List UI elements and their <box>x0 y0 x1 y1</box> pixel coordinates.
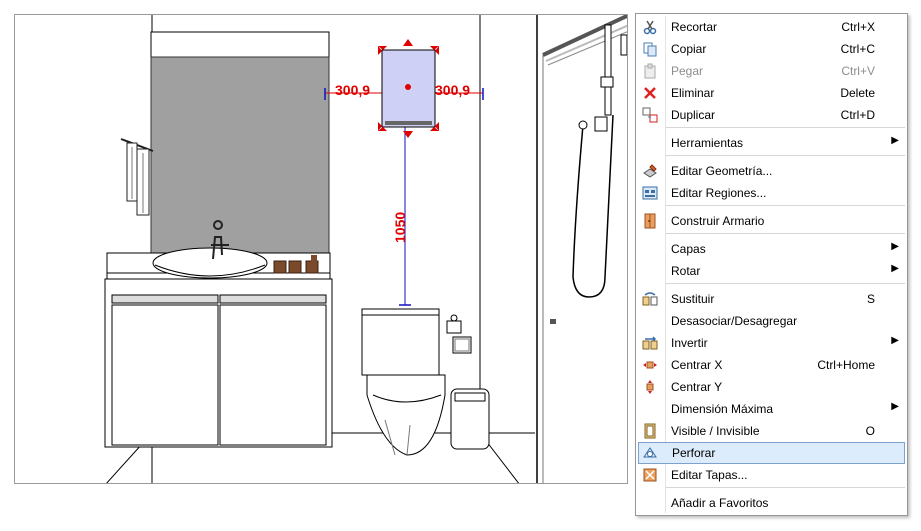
paper-holder <box>446 314 472 354</box>
menu-item-desasociar-desagregar[interactable]: Desasociar/Desagregar <box>638 310 905 332</box>
menu-separator <box>666 233 905 234</box>
menu-item-visible-invisible[interactable]: Visible / Invisible O <box>638 420 905 442</box>
submenu-arrow-icon: ▶ <box>891 335 899 346</box>
paste-icon <box>642 63 658 79</box>
menu-item-label: Centrar Y <box>671 380 723 394</box>
menu-item-label: Eliminar <box>671 86 715 100</box>
menu-item-label: Duplicar <box>671 108 716 122</box>
menu-item-shortcut: Ctrl+V <box>841 64 875 78</box>
menu-item-shortcut: O <box>865 424 875 438</box>
invert-icon <box>642 335 658 351</box>
menu-item-label: Editar Geometría... <box>671 164 773 178</box>
submenu-arrow-icon: ▶ <box>891 135 899 146</box>
mirror-panel <box>150 31 330 254</box>
menu-item-label: Visible / Invisible <box>671 424 760 438</box>
menu-item-label: Rotar <box>671 264 701 278</box>
bathroom-elevation-drawing: 300,9 300,9 1050 <box>104 15 627 483</box>
menu-item-label: Desasociar/Desagregar <box>671 314 798 328</box>
design-viewport[interactable]: 300,9 300,9 1050 <box>14 14 628 484</box>
edit-regions-icon <box>642 185 658 201</box>
menu-item-invertir[interactable]: Invertir ▶ <box>638 332 905 354</box>
vanity-cabinet <box>104 278 333 448</box>
menu-item-label: Editar Regiones... <box>671 186 767 200</box>
scissors-icon <box>642 19 658 35</box>
menu-item-perforar[interactable]: Perforar <box>638 442 905 464</box>
menu-item-editar-regiones[interactable]: Editar Regiones... <box>638 182 905 204</box>
menu-item-dimension-maxima[interactable]: Dimensión Máxima ▶ <box>638 398 905 420</box>
menu-separator <box>666 205 905 206</box>
visibility-icon <box>642 423 658 439</box>
waste-bin <box>450 388 490 450</box>
menu-item-duplicar[interactable]: Duplicar Ctrl+D <box>638 104 905 126</box>
context-menu: Recortar Ctrl+X Copiar Ctrl+C Pegar Ctrl+V Eli… <box>635 13 908 516</box>
menu-item-shortcut: Ctrl+C <box>840 42 875 56</box>
menu-item-sustituir[interactable]: Sustituir S <box>638 288 905 310</box>
menu-item-label: Añadir a Favoritos <box>671 496 769 510</box>
menu-item-label: Editar Tapas... <box>671 468 748 482</box>
shower-area <box>542 15 627 324</box>
delete-x-icon <box>642 85 658 101</box>
menu-item-shortcut: Delete <box>840 86 875 100</box>
perforate-icon <box>642 445 658 461</box>
replace-icon <box>642 291 658 307</box>
menu-item-label: Construir Armario <box>671 214 765 228</box>
menu-item-centrar-y[interactable]: Centrar Y <box>638 376 905 398</box>
menu-item-label: Pegar <box>671 64 704 78</box>
submenu-arrow-icon: ▶ <box>891 401 899 412</box>
menu-separator <box>666 283 905 284</box>
menu-item-shortcut: S <box>866 292 875 306</box>
center-y-icon <box>642 379 658 395</box>
edit-caps-icon <box>642 467 658 483</box>
menu-item-recortar[interactable]: Recortar Ctrl+X <box>638 16 905 38</box>
dimension-annotations <box>324 88 484 306</box>
menu-item-copiar[interactable]: Copiar Ctrl+C <box>638 38 905 60</box>
center-x-icon <box>642 357 658 373</box>
menu-item-rotar[interactable]: Rotar ▶ <box>638 260 905 282</box>
dimension-right-label: 300,9 <box>435 82 470 98</box>
edit-geometry-icon <box>642 163 658 179</box>
menu-item-label: Centrar X <box>671 358 723 372</box>
duplicate-icon <box>642 107 658 123</box>
menu-item-editar-geometria[interactable]: Editar Geometría... <box>638 160 905 182</box>
menu-item-editar-tapas[interactable]: Editar Tapas... <box>638 464 905 486</box>
menu-item-label: Sustituir <box>671 292 715 306</box>
menu-item-construir-armario[interactable]: Construir Armario <box>638 210 905 232</box>
dimension-vertical-label: 1050 <box>392 212 408 243</box>
menu-item-herramientas[interactable]: Herramientas ▶ <box>638 132 905 154</box>
menu-separator <box>666 487 905 488</box>
menu-item-label: Recortar <box>671 20 718 34</box>
build-cabinet-icon <box>642 213 658 229</box>
toilet <box>361 308 446 456</box>
menu-item-label: Perforar <box>672 446 716 460</box>
menu-item-shortcut: Ctrl+D <box>840 108 875 122</box>
menu-item-label: Herramientas <box>671 136 744 150</box>
selected-object[interactable] <box>378 39 439 138</box>
menu-item-pegar[interactable]: Pegar Ctrl+V <box>638 60 905 82</box>
submenu-arrow-icon: ▶ <box>891 241 899 252</box>
dimension-left-label: 300,9 <box>335 82 370 98</box>
menu-item-capas[interactable]: Capas ▶ <box>638 238 905 260</box>
submenu-arrow-icon: ▶ <box>891 263 899 274</box>
menu-item-eliminar[interactable]: Eliminar Delete <box>638 82 905 104</box>
menu-icon-gutter <box>665 16 666 513</box>
menu-item-label: Capas <box>671 242 706 256</box>
menu-item-anadir-a-favoritos[interactable]: Añadir a Favoritos <box>638 492 905 514</box>
menu-separator <box>666 127 905 128</box>
copy-icon <box>642 41 658 57</box>
counter-accessories <box>273 255 319 274</box>
menu-item-shortcut: Ctrl+Home <box>817 358 875 372</box>
menu-item-label: Copiar <box>671 42 707 56</box>
vanity-counter <box>106 220 331 280</box>
menu-separator <box>666 155 905 156</box>
towel-rack <box>120 138 154 216</box>
menu-item-centrar-x[interactable]: Centrar X Ctrl+Home <box>638 354 905 376</box>
menu-item-label: Dimensión Máxima <box>671 402 774 416</box>
menu-item-shortcut: Ctrl+X <box>841 20 875 34</box>
menu-item-label: Invertir <box>671 336 708 350</box>
